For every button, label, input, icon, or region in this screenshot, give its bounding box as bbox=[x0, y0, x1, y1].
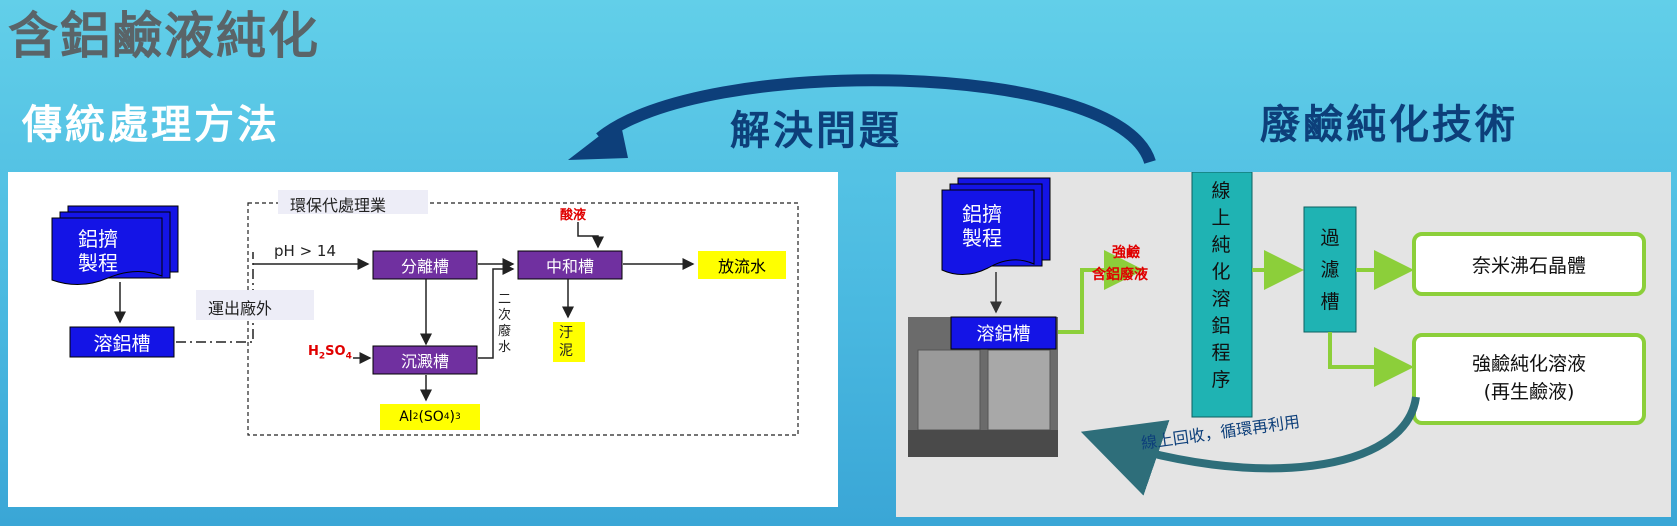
arrow-to-online-process bbox=[1058, 250, 1144, 334]
product2-line2: (再生鹼液) bbox=[1483, 381, 1575, 403]
curved-arrow-shaft bbox=[596, 74, 1156, 165]
photo-tank-left bbox=[917, 349, 981, 431]
doc-label-line2: 製程 bbox=[962, 226, 1002, 250]
al-sulfate-sub-3: 3 bbox=[455, 412, 461, 422]
contractor-box bbox=[247, 202, 799, 436]
doc-front bbox=[51, 217, 163, 285]
h2so4-so: SO bbox=[325, 344, 346, 359]
strong-alkali-label: 強鹼 bbox=[1112, 245, 1140, 261]
photo-tank-right bbox=[987, 349, 1051, 431]
acid-label: 酸液 bbox=[560, 208, 587, 223]
dissolve-tank-box bbox=[950, 316, 1057, 350]
al-sulfate-paren: ) bbox=[449, 409, 456, 425]
product2-box bbox=[1412, 333, 1646, 425]
secondary-wastewater-label: 二次廢水 bbox=[498, 292, 512, 355]
dissolve-tank-label: 溶鋁槽 bbox=[93, 332, 151, 355]
purification-technology-heading: 廢鹼純化技術 bbox=[1260, 102, 1518, 148]
product1-box bbox=[1412, 232, 1646, 296]
page-title: 含鋁鹼液純化 bbox=[8, 7, 320, 65]
recycle-arrow bbox=[1080, 396, 1420, 496]
product1-label: 奈米沸石晶體 bbox=[1471, 254, 1586, 277]
al-waste-label: 含鋁廢液 bbox=[1092, 267, 1148, 283]
curved-arrow-head bbox=[568, 120, 628, 160]
doc-label-line2: 製程 bbox=[78, 251, 118, 275]
h2so4-sub2: 4 bbox=[345, 351, 352, 362]
separation-tank-label: 分離槽 bbox=[400, 257, 449, 276]
traditional-method-heading: 傳統處理方法 bbox=[22, 102, 280, 148]
discharge-label: 放流水 bbox=[717, 257, 766, 276]
contractor-label: 環保代處理業 bbox=[290, 196, 387, 215]
al-sulfate-sub-2: 2 bbox=[412, 412, 419, 422]
online-process-box bbox=[1191, 172, 1253, 418]
arrow-to-product2 bbox=[1328, 332, 1414, 387]
h2so4-sub: 2 bbox=[318, 351, 326, 362]
photo-floor bbox=[908, 430, 1058, 457]
al-sulfate-sub-4: 4 bbox=[443, 412, 450, 422]
precip-tank-box bbox=[372, 345, 478, 375]
dash-line bbox=[176, 252, 254, 343]
doc-front bbox=[941, 189, 1035, 275]
neutral-tank-box bbox=[517, 250, 623, 280]
sludge-box bbox=[553, 322, 585, 362]
al-sulfate-box bbox=[380, 404, 480, 430]
doc-label-line1: 鋁擠 bbox=[78, 227, 118, 251]
dissolve-tank-box bbox=[69, 326, 175, 358]
product2-label: 強鹼純化溶液 (再生鹼液) bbox=[1414, 350, 1644, 406]
ph-label: pH > 14 bbox=[274, 242, 336, 260]
precip-tank-label: 沉澱槽 bbox=[400, 352, 449, 371]
contractor-label-bg bbox=[278, 190, 428, 214]
product2-line1: 強鹼純化溶液 bbox=[1471, 353, 1586, 375]
left-diagram-lines bbox=[51, 190, 799, 436]
doc-label: 鋁擠 製程 bbox=[962, 202, 1002, 250]
solve-problem-label: 解決問題 bbox=[730, 108, 902, 154]
purification-flow-diagram: 鋁擠 製程 溶鋁槽 強鹼 含鋁廢液 線上純化溶鋁程序 過濾槽 奈米沸石晶體 強鹼… bbox=[896, 172, 1671, 517]
h2so4-h: H bbox=[308, 344, 319, 359]
filter-tank-label: 過濾槽 bbox=[1320, 227, 1340, 313]
sludge-label: 汙泥 bbox=[559, 325, 573, 359]
al-sulfate-al: Al bbox=[399, 409, 413, 425]
traditional-flow-diagram: 鋁擠 製程 溶鋁槽 運出廠外 環保代處理業 pH > 14 分離槽 中和槽 酸液… bbox=[8, 172, 838, 507]
h2so4-label: H2SO4 bbox=[308, 344, 352, 362]
ship-out-label-bg bbox=[196, 290, 314, 320]
right-diagram-lines bbox=[908, 172, 1646, 496]
neutral-tank-label: 中和槽 bbox=[545, 257, 594, 276]
online-process-label: 線上純化溶鋁程序 bbox=[1211, 180, 1231, 391]
arrow-secondary-wastewater bbox=[478, 263, 515, 359]
filter-tank-box bbox=[1303, 206, 1357, 333]
doc-label-line1: 鋁擠 bbox=[962, 202, 1002, 226]
ship-out-label: 運出廠外 bbox=[208, 299, 273, 318]
arrow-acid bbox=[577, 222, 604, 249]
separation-tank-box bbox=[372, 250, 478, 280]
al-sulfate-so: (SO bbox=[418, 409, 444, 425]
discharge-box bbox=[698, 251, 786, 279]
dissolve-tank-label: 溶鋁槽 bbox=[976, 324, 1031, 345]
doc-label: 鋁擠 製程 bbox=[78, 227, 118, 275]
